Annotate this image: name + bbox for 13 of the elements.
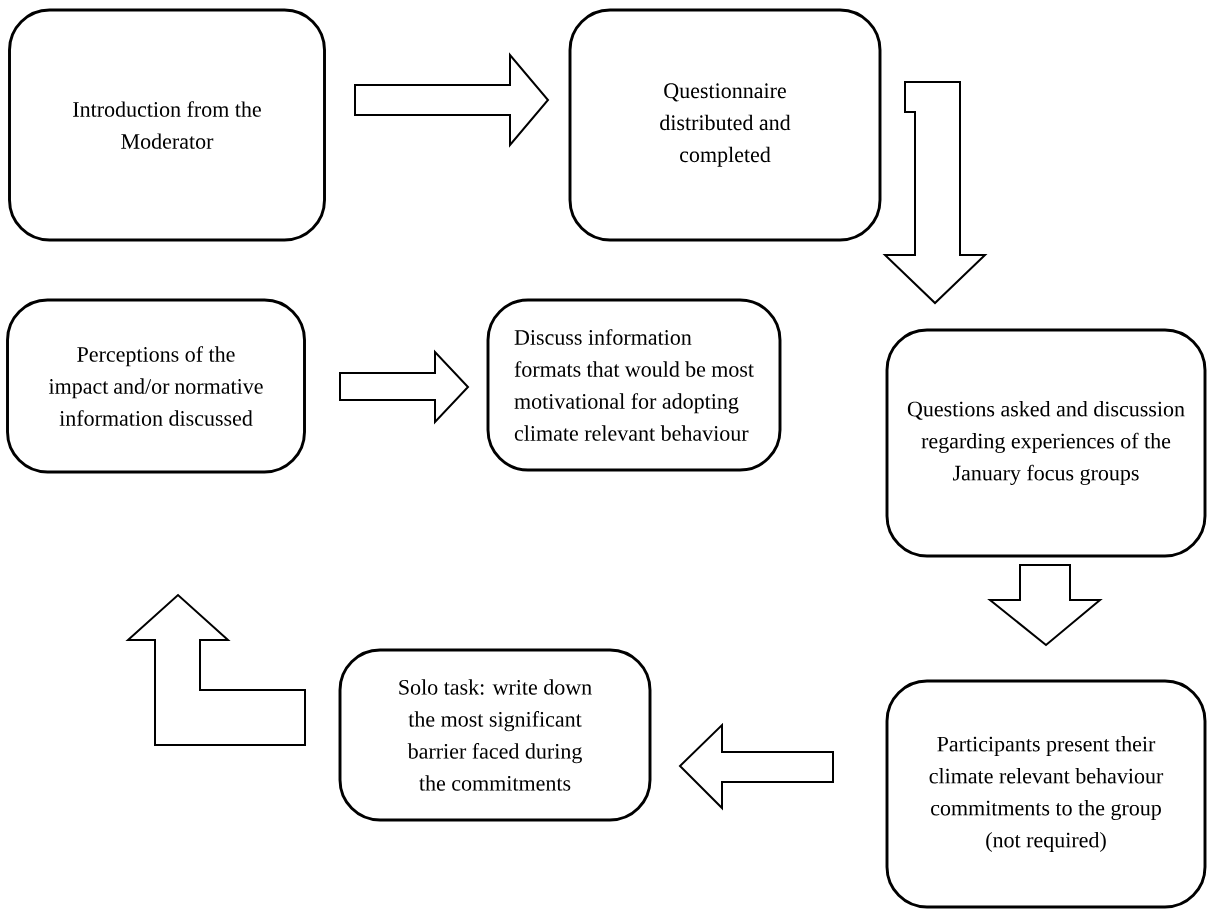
process-box: Questions asked and discussion regarding experiences of the January focus groups <box>885 328 1207 558</box>
process-box: Questionnaire distributed and completed <box>568 8 882 242</box>
block-arrow <box>882 81 988 305</box>
block-arrow <box>339 349 470 425</box>
block-arrow <box>354 52 550 148</box>
process-box: Introduction from the Moderator <box>8 8 326 242</box>
block-arrow <box>678 722 834 811</box>
block-arrow <box>125 593 306 746</box>
process-box: Discuss information formats that would be most motivational for adopting climate relevant behaviour <box>486 298 782 472</box>
process-box: Solo task: write down the most significant barrier faced during the commitments <box>338 648 652 822</box>
block-arrow <box>987 564 1103 647</box>
process-box: Perceptions of the impact and/or normative information discussed <box>6 298 306 474</box>
process-box: Participants present their climate relevant behaviour commitments to the group (not required) <box>885 679 1207 909</box>
